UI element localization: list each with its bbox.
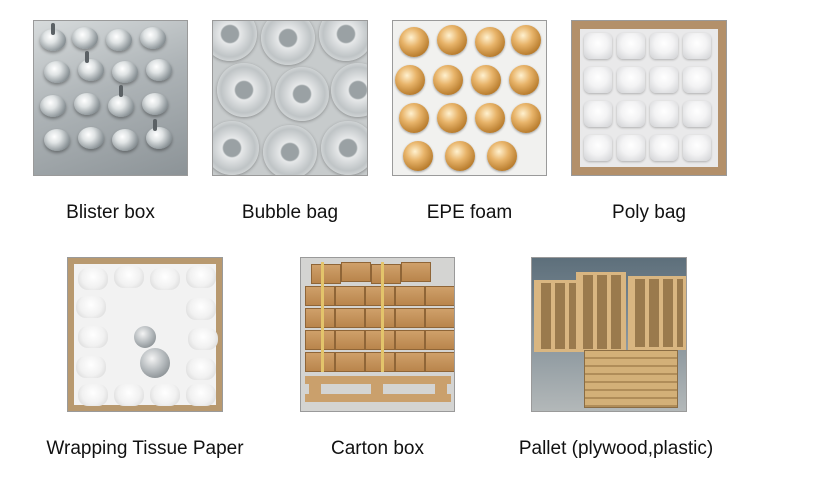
wrapping-tissue-paper-photo <box>67 257 223 412</box>
epe-foam-photo <box>392 20 547 176</box>
caption-blister-box: Blister box <box>66 202 155 223</box>
caption-pallet: Pallet (plywood,plastic) <box>518 438 714 459</box>
pallet-photo <box>531 257 687 412</box>
caption-epe-foam: EPE foam <box>426 202 513 223</box>
carton-box-photo <box>300 257 455 412</box>
caption-carton-box: Carton box <box>331 438 424 459</box>
caption-wrapping-tissue-paper: Wrapping Tissue Paper <box>46 438 244 459</box>
poly-bag-photo <box>571 20 727 176</box>
caption-poly-bag: Poly bag <box>612 202 686 223</box>
bubble-bag-photo <box>212 20 368 176</box>
blister-box-photo <box>33 20 188 176</box>
caption-bubble-bag: Bubble bag <box>241 202 339 223</box>
